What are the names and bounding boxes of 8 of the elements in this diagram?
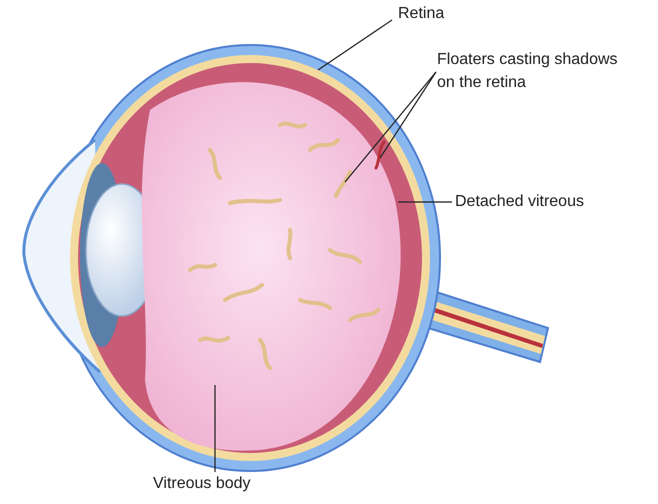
leader-line [344, 72, 436, 182]
leader-line [398, 201, 452, 203]
callout-label: Vitreous body [153, 472, 251, 495]
leader-line [318, 20, 392, 70]
callout-label: Retina [398, 2, 444, 25]
callout-label: Detached vitreous [455, 190, 584, 213]
leader-line [380, 72, 436, 158]
callout-label: Floaters casting shadows on the retina [437, 48, 637, 94]
